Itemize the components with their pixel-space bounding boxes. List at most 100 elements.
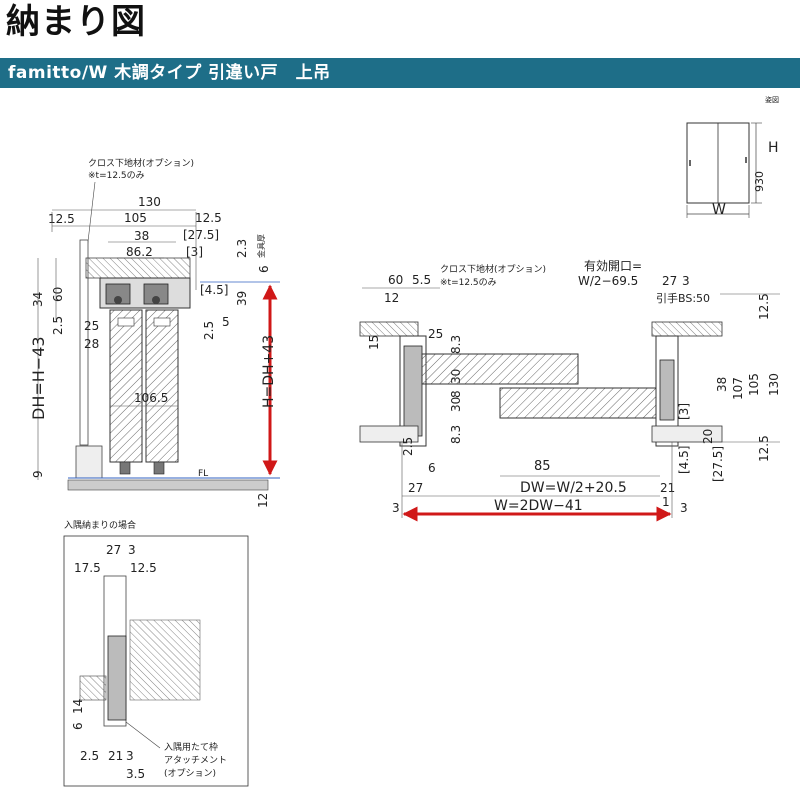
plan-dim-27: 27 <box>662 274 677 288</box>
corner-dim-12-5: 12.5 <box>130 561 157 575</box>
corner-dim-17-5: 17.5 <box>74 561 101 575</box>
plan-right-wall-bottom <box>651 425 723 443</box>
key-plan: 姿図 W H 930 <box>686 95 779 218</box>
plan-dim-15: 15 <box>367 335 381 350</box>
plan-dim-105: 105 <box>747 373 761 396</box>
plan-dim-3-left: 3 <box>392 501 400 515</box>
corner-frame <box>63 535 249 787</box>
header-bar <box>0 58 800 88</box>
section-dim-4-5: [4.5] <box>200 283 228 297</box>
plan-dim-12: 12 <box>384 291 399 305</box>
plan-dim-w: W=2DW−41 <box>494 498 583 514</box>
section-dim-12-5a: 12.5 <box>48 212 75 226</box>
corner-dim-2-5: 2.5 <box>80 749 99 763</box>
plan-dim-27b: 27 <box>408 481 423 495</box>
section-dim-2-3: 2.3 <box>235 239 249 258</box>
corner-note-2: アタッチメント <box>164 755 227 766</box>
plan-door-leaf-back <box>499 387 661 419</box>
plan-dim-20: 20 <box>701 429 715 444</box>
corner-attachment <box>107 635 127 721</box>
key-plan-h: H <box>768 140 779 156</box>
plan-right-wall-top <box>651 321 723 337</box>
section-dim-39: 39 <box>235 291 249 306</box>
plan-dim-8-3a: 8.3 <box>449 335 463 354</box>
plan-dim-27-5: [27.5] <box>711 446 725 482</box>
plan-dim-4-5: [4.5] <box>677 446 691 474</box>
plan-dim-30b: 30 <box>449 397 463 412</box>
plan-dim-21: 21 <box>660 481 675 495</box>
section-dim-2-5a: 2.5 <box>51 316 65 335</box>
plan-dim-5-5: 5.5 <box>412 273 431 287</box>
plan-dim-130: 130 <box>767 373 781 396</box>
plan-door-leaf-front <box>421 353 579 385</box>
plan-hikite: 引手BS:50 <box>656 291 710 305</box>
plan-dim-8-3b: 8.3 <box>449 425 463 444</box>
section-dim-27-5: [27.5] <box>183 228 219 242</box>
section-dim-105: 105 <box>124 211 147 225</box>
section-dim-dh: DH=H−43 <box>29 336 48 420</box>
section-dim-2-5b: 2.5 <box>202 321 216 340</box>
plan-note-t: ※t=12.5のみ <box>440 277 497 288</box>
plan-dim-3b: [3] <box>677 403 691 420</box>
plan-dim-107: 107 <box>731 377 745 400</box>
section-dim-9: 9 <box>31 470 45 478</box>
key-plan-w: W <box>712 202 726 218</box>
corner-dim-3b: 3 <box>126 749 134 763</box>
plan-dim-85: 85 <box>534 459 551 474</box>
section-dim-h: H=DH+43 <box>261 335 277 408</box>
plan-dim-3: 3 <box>682 274 690 288</box>
corner-note-1: 入隅用たて枠 <box>164 741 218 753</box>
section-dim-106-5: 106.5 <box>134 391 168 405</box>
section-note-cross: クロス下地材(オプション) <box>88 157 194 169</box>
plan-dim-3-right: 3 <box>680 501 688 515</box>
plan-view: 60 5.5 クロス下地材(オプション) ※t=12.5のみ 有効開口= W/2… <box>359 258 781 522</box>
plan-opening-2: W/2−69.5 <box>578 274 638 288</box>
corner-detail: 入隅納まりの場合 27 3 17.5 12.5 14 6 2.5 21 3 3.… <box>63 519 249 787</box>
page-subtitle: famitto/W 木調タイプ 引違い戸 上吊 <box>8 63 331 83</box>
corner-dim-21: 21 <box>108 749 123 763</box>
section-header-block <box>85 257 191 279</box>
plan-left-wall-bottom <box>359 425 419 443</box>
plan-dim-dw: DW=W/2+20.5 <box>520 480 627 496</box>
section-floor-slab <box>67 479 269 491</box>
section-dim-12-5b: 12.5 <box>195 211 222 225</box>
section-dim-25: 25 <box>84 319 99 333</box>
plan-dim-12-5a: 12.5 <box>757 293 771 320</box>
section-dim-38: 38 <box>134 229 149 243</box>
plan-dim-12-5b: 12.5 <box>757 435 771 462</box>
plan-note-cross: クロス下地材(オプション) <box>440 263 546 275</box>
section-dim-86-2: 86.2 <box>126 245 153 259</box>
section-door-panel-1 <box>109 309 143 463</box>
key-plan-label: 姿図 <box>765 95 779 104</box>
section-floor-guide-block <box>75 445 103 479</box>
section-kanagu: 金具厚 <box>256 234 266 258</box>
section-dim-60: 60 <box>51 287 65 302</box>
section-dim-12: 12 <box>256 493 270 508</box>
section-dim-5: 5 <box>222 315 230 329</box>
section-fl-label: FL <box>198 469 208 479</box>
plan-dim-60: 60 <box>388 273 403 287</box>
corner-dim-6: 6 <box>71 722 85 730</box>
section-note-t: ※t=12.5のみ <box>88 170 145 181</box>
plan-left-wall-top <box>359 321 419 337</box>
plan-opening-1: 有効開口= <box>584 258 642 273</box>
corner-dim-3-5: 3.5 <box>126 767 145 781</box>
plan-dim-38: 38 <box>715 377 729 392</box>
corner-dim-27: 27 <box>106 543 121 557</box>
section-dim-28: 28 <box>84 337 99 351</box>
plan-dim-8: 8 <box>449 390 463 398</box>
corner-dim-14: 14 <box>71 699 85 714</box>
plan-dim-2-5: 2.5 <box>401 437 415 456</box>
key-plan-930: 930 <box>753 171 766 192</box>
plan-dim-1: 1 <box>662 495 670 509</box>
section-wall-left <box>79 239 89 446</box>
plan-dim-25: 25 <box>428 327 443 341</box>
corner-dim-3: 3 <box>128 543 136 557</box>
section-dim-130: 130 <box>138 195 161 209</box>
section-dim-3: [3] <box>186 245 203 259</box>
page-title: 納まり図 <box>6 2 146 42</box>
corner-note-3: (オプション) <box>164 768 216 779</box>
plan-dim-6: 6 <box>428 461 436 475</box>
section-dim-6: 6 <box>257 265 271 273</box>
